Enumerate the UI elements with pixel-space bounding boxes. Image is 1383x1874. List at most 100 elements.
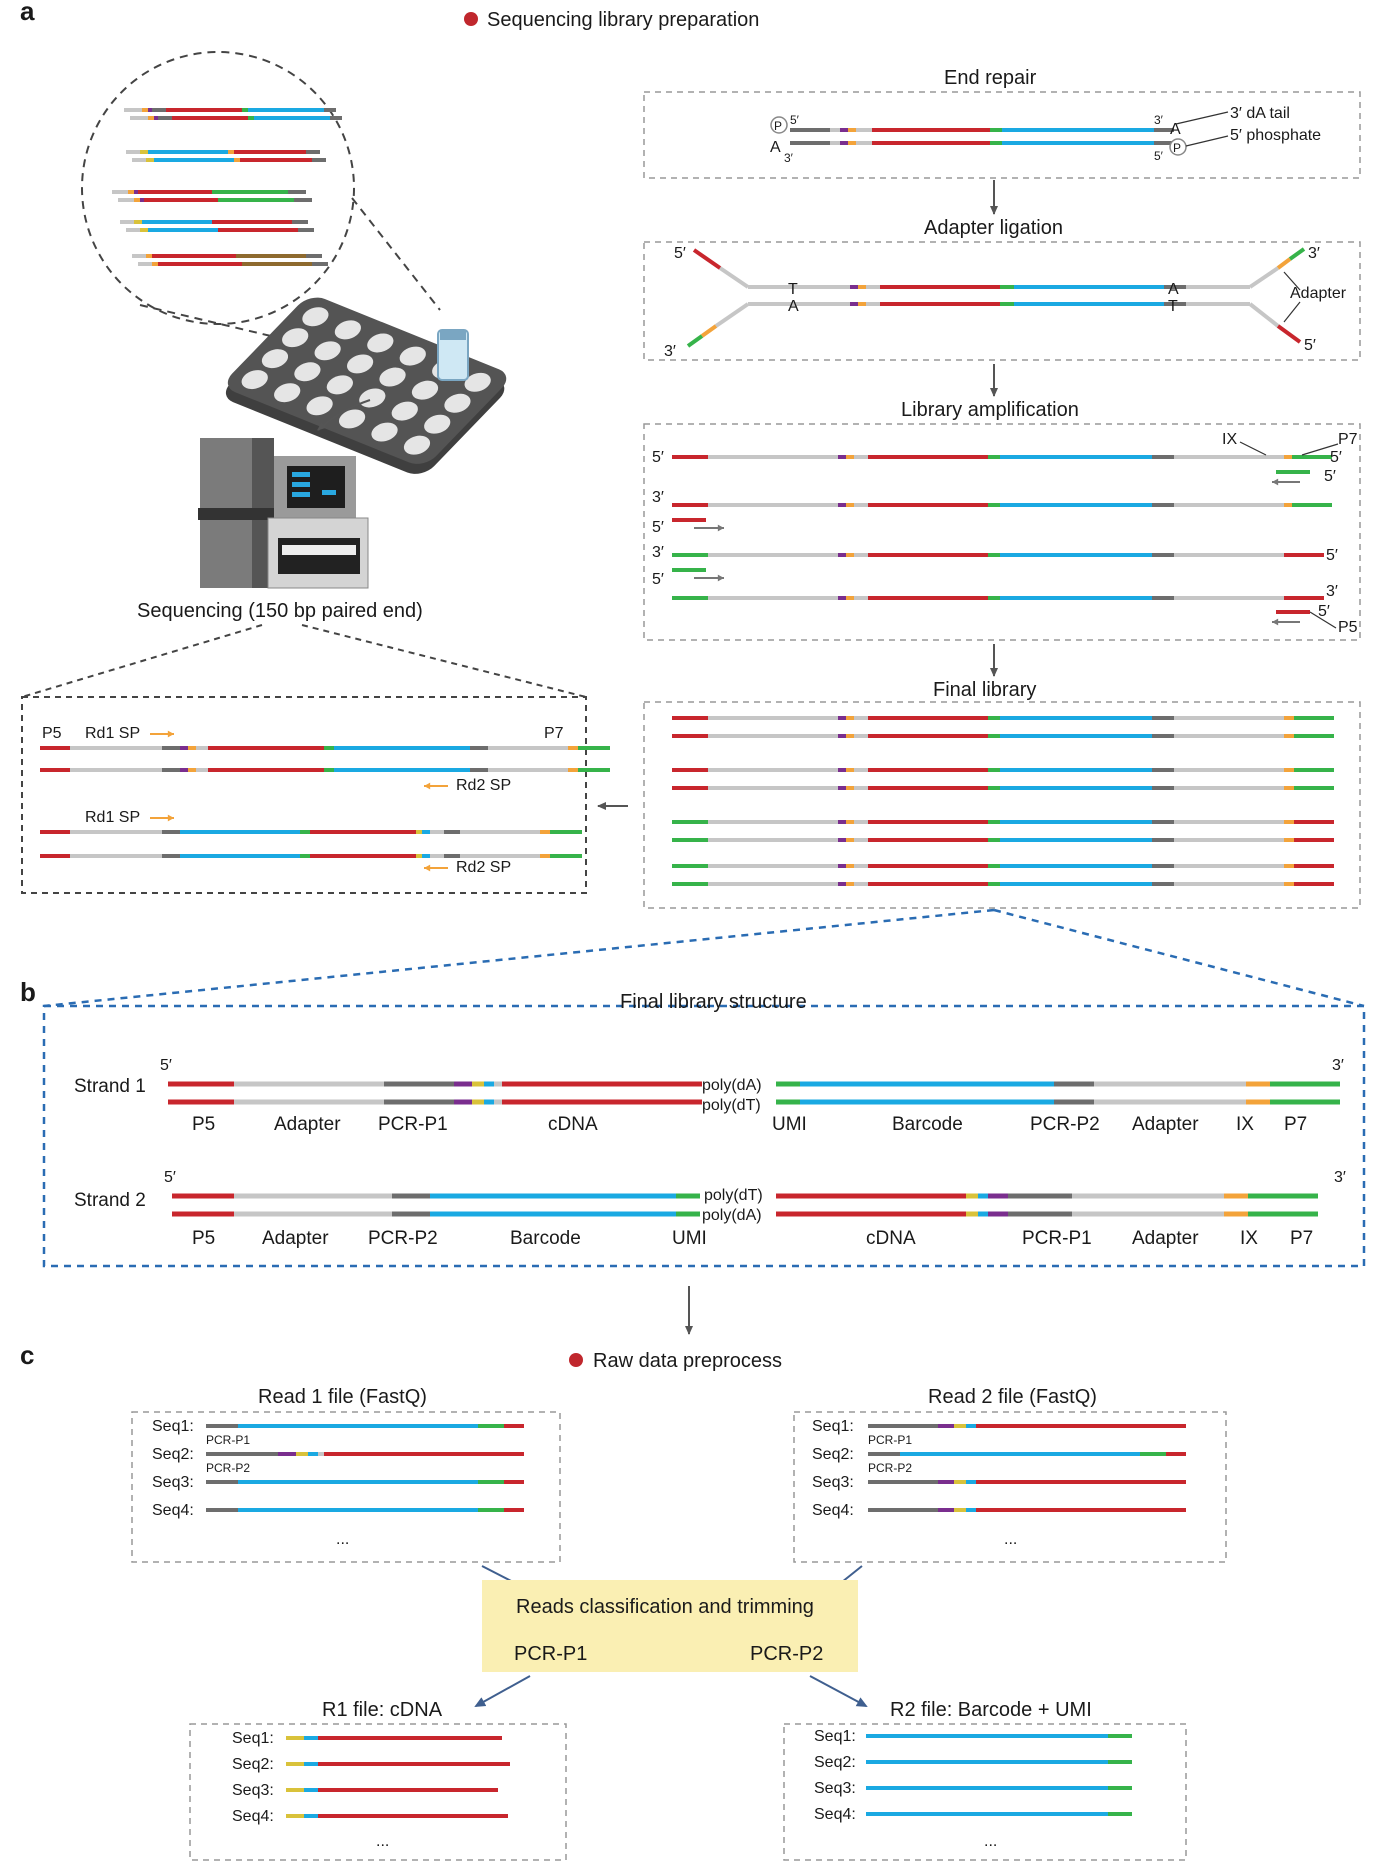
- strand2-region-label: Barcode: [510, 1228, 581, 1249]
- trimmed-files: Seq1:Seq2:Seq3:Seq4:...Seq1:Seq2:Seq3:Se…: [232, 1728, 1132, 1850]
- library-amplification-title: Library amplification: [901, 399, 1079, 421]
- five-prime-label: 5′: [790, 113, 800, 127]
- strand1-region-label: Barcode: [892, 1114, 963, 1135]
- poly-dt-label: poly(dT): [704, 1187, 763, 1204]
- seq-label: Seq3:: [812, 1474, 854, 1491]
- ellipsis: ...: [984, 1833, 997, 1850]
- well-icon: [346, 354, 374, 374]
- trim-box: [482, 1580, 858, 1672]
- p7-label: P7: [544, 725, 564, 742]
- leader-line: [1175, 111, 1229, 125]
- sequencing-label: Sequencing (150 bp paired end): [137, 600, 423, 622]
- ligation-t-label: T: [1168, 298, 1178, 315]
- strand1-region-label: PCR-P1: [378, 1114, 448, 1135]
- strand2-region-label: PCR-P1: [1022, 1228, 1092, 1249]
- end-repair-box: [643, 91, 1361, 179]
- adapter-arm: [714, 302, 750, 328]
- leader-line: [1283, 301, 1301, 323]
- well-icon: [399, 346, 426, 366]
- well-icon: [274, 383, 301, 403]
- five-prime-label: 5′: [652, 571, 664, 588]
- phosphate-label: 5′ phosphate: [1230, 127, 1321, 144]
- well-icon: [314, 341, 341, 361]
- arrowhead-icon: [717, 524, 724, 532]
- phosphate-p-label: P: [774, 119, 782, 133]
- panel-a-letter: a: [20, 0, 35, 26]
- library-structure-title: Final library structure: [620, 991, 807, 1013]
- arrowhead-icon: [1272, 478, 1279, 486]
- ligation-a-label: A: [788, 298, 799, 315]
- five-prime-label: 5′: [652, 519, 664, 536]
- trim-p2-label: PCR-P2: [750, 1643, 823, 1665]
- plate-to-sequencer-arrow: [317, 399, 371, 431]
- phosphate-icon: [770, 116, 788, 134]
- three-prime-label: 3′: [664, 343, 676, 360]
- panel-a-header: Sequencing library preparation: [487, 9, 759, 31]
- step-bullet-icon: [569, 1353, 583, 1367]
- p5-label: P5: [1338, 619, 1358, 636]
- ligation-a-label: A: [1168, 281, 1179, 298]
- seq-label: Seq1:: [814, 1728, 856, 1745]
- adapter-arm: [692, 248, 722, 270]
- arrowhead-icon: [167, 730, 174, 738]
- seq-label: Seq2:: [814, 1754, 856, 1771]
- adapter-arm: [1248, 266, 1280, 289]
- seq-label: Seq1:: [812, 1418, 854, 1435]
- read2-title: Read 2 file (FastQ): [928, 1386, 1097, 1408]
- five-prime-label: 5′: [160, 1057, 172, 1074]
- pcr-p2-small-label: PCR-P2: [206, 1461, 250, 1475]
- ellipsis: ...: [1004, 1531, 1017, 1548]
- read1-box: [131, 1411, 561, 1563]
- seq-label: Seq1:: [152, 1418, 194, 1435]
- well-icon: [379, 367, 406, 387]
- strand1-region-label: cDNA: [548, 1114, 598, 1135]
- ellipsis: ...: [336, 1531, 349, 1548]
- five-prime-label: 5′: [1326, 547, 1338, 564]
- well-icon: [359, 388, 386, 408]
- final-library-title: Final library: [933, 679, 1036, 701]
- strand2-region-label: P7: [1290, 1228, 1313, 1249]
- r2-box: [783, 1723, 1187, 1861]
- strand1-label: Strand 1: [74, 1076, 146, 1097]
- well-icon: [241, 370, 268, 390]
- trim-p1-label: PCR-P1: [514, 1643, 587, 1665]
- poly-da-label: poly(dA): [702, 1077, 762, 1094]
- well-icon: [444, 393, 471, 413]
- five-prime-label: 5′: [674, 245, 686, 262]
- rd2-sp-label: Rd2 SP: [456, 859, 511, 876]
- da-tail-a-label: A: [1170, 121, 1181, 138]
- well-icon: [411, 380, 439, 400]
- well-icon: [338, 409, 366, 429]
- five-prime-label: 5′: [1324, 468, 1336, 485]
- trim-title: Reads classification and trimming: [516, 1596, 814, 1618]
- pcr-p2-small-label: PCR-P2: [868, 1461, 912, 1475]
- panel-c-header: Raw data preprocess: [593, 1350, 782, 1372]
- well-icon: [334, 320, 361, 340]
- panel-c-letter: c: [20, 1340, 34, 1370]
- phosphate-p-label: P: [1173, 141, 1181, 155]
- arrowhead-icon: [1272, 618, 1279, 626]
- strand1-region-label: Adapter: [1132, 1114, 1199, 1135]
- read2-box: [793, 1411, 1227, 1563]
- strand2-label: Strand 2: [74, 1190, 146, 1211]
- well-icon: [371, 422, 398, 442]
- strand1-region-label: IX: [1236, 1114, 1254, 1135]
- adapter-arm: [1288, 247, 1306, 261]
- ix-label: IX: [1222, 431, 1237, 448]
- da-tail-label: 3′ dA tail: [1230, 105, 1290, 122]
- well-icon: [294, 362, 321, 382]
- final-library-dna: [672, 716, 1334, 886]
- ligation-t-label: T: [788, 281, 798, 298]
- strand2-region-label: PCR-P2: [368, 1228, 438, 1249]
- strand1-region-label: P5: [192, 1114, 215, 1135]
- adapter-arm: [718, 266, 750, 289]
- trim-to-r2-arrow: [809, 1675, 868, 1707]
- three-prime-label: 3′: [784, 151, 794, 165]
- well-icon: [261, 349, 289, 369]
- r1-title: R1 file: cDNA: [322, 1699, 443, 1721]
- adapter-arm: [686, 334, 704, 348]
- step-bullet-icon: [464, 12, 478, 26]
